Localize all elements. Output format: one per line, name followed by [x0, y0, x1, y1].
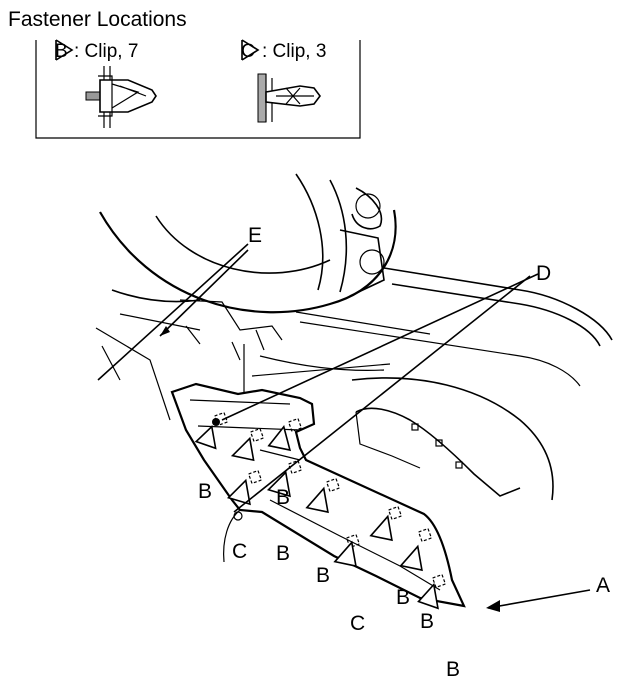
leader-lines [97, 243, 591, 612]
callout-b-2: B [276, 486, 290, 509]
clip-c-illustration-icon [257, 73, 321, 123]
clip-c-symbol-icon [241, 39, 260, 61]
callout-b-1: B [198, 480, 212, 503]
callout-b-6: B [420, 610, 434, 633]
inner-arc [155, 215, 331, 274]
callout-d: D [536, 262, 551, 285]
callout-b-7: B [446, 658, 460, 681]
leader-e [97, 243, 249, 381]
legend-c-symbol: C [241, 41, 255, 62]
leader-d [221, 273, 539, 421]
callout-b-3: B [276, 542, 290, 565]
leader-a [487, 589, 591, 609]
legend-b-label: : Clip, 7 [74, 41, 138, 62]
clip-d-marker-icon [212, 418, 220, 426]
arrow-a-icon [486, 600, 500, 612]
clip-holes [213, 411, 447, 589]
under-cover-outline [170, 382, 466, 608]
outer-arc [99, 209, 397, 314]
callout-e: E [248, 224, 262, 247]
legend-item-c: C : Clip, 3 [241, 39, 326, 62]
legend-title: Fastener Locations [8, 8, 187, 31]
fastener-legend: Fastener Locations B : Clip, 7 C : Clip,… [8, 8, 361, 139]
legend-b-symbol: B [55, 41, 68, 62]
callout-b-5: B [396, 586, 410, 609]
legend-c-label: : Clip, 3 [262, 41, 326, 62]
legend-item-b: B : Clip, 7 [55, 39, 138, 62]
under-cover-panel [170, 382, 466, 608]
callout-c-1: C [232, 540, 247, 563]
clip-b-illustration-icon [85, 66, 157, 128]
callout-labels: E D A B B B B B B B C C [198, 224, 610, 681]
callout-b-4: B [316, 564, 330, 587]
clip-b-symbol-icon [55, 39, 74, 61]
vehicle-structure [95, 173, 613, 501]
clip-markers [194, 425, 439, 610]
legend-frame [35, 40, 361, 139]
callout-c-2: C [350, 612, 365, 635]
side-panel-outline [351, 377, 554, 501]
callout-a: A [596, 574, 610, 597]
